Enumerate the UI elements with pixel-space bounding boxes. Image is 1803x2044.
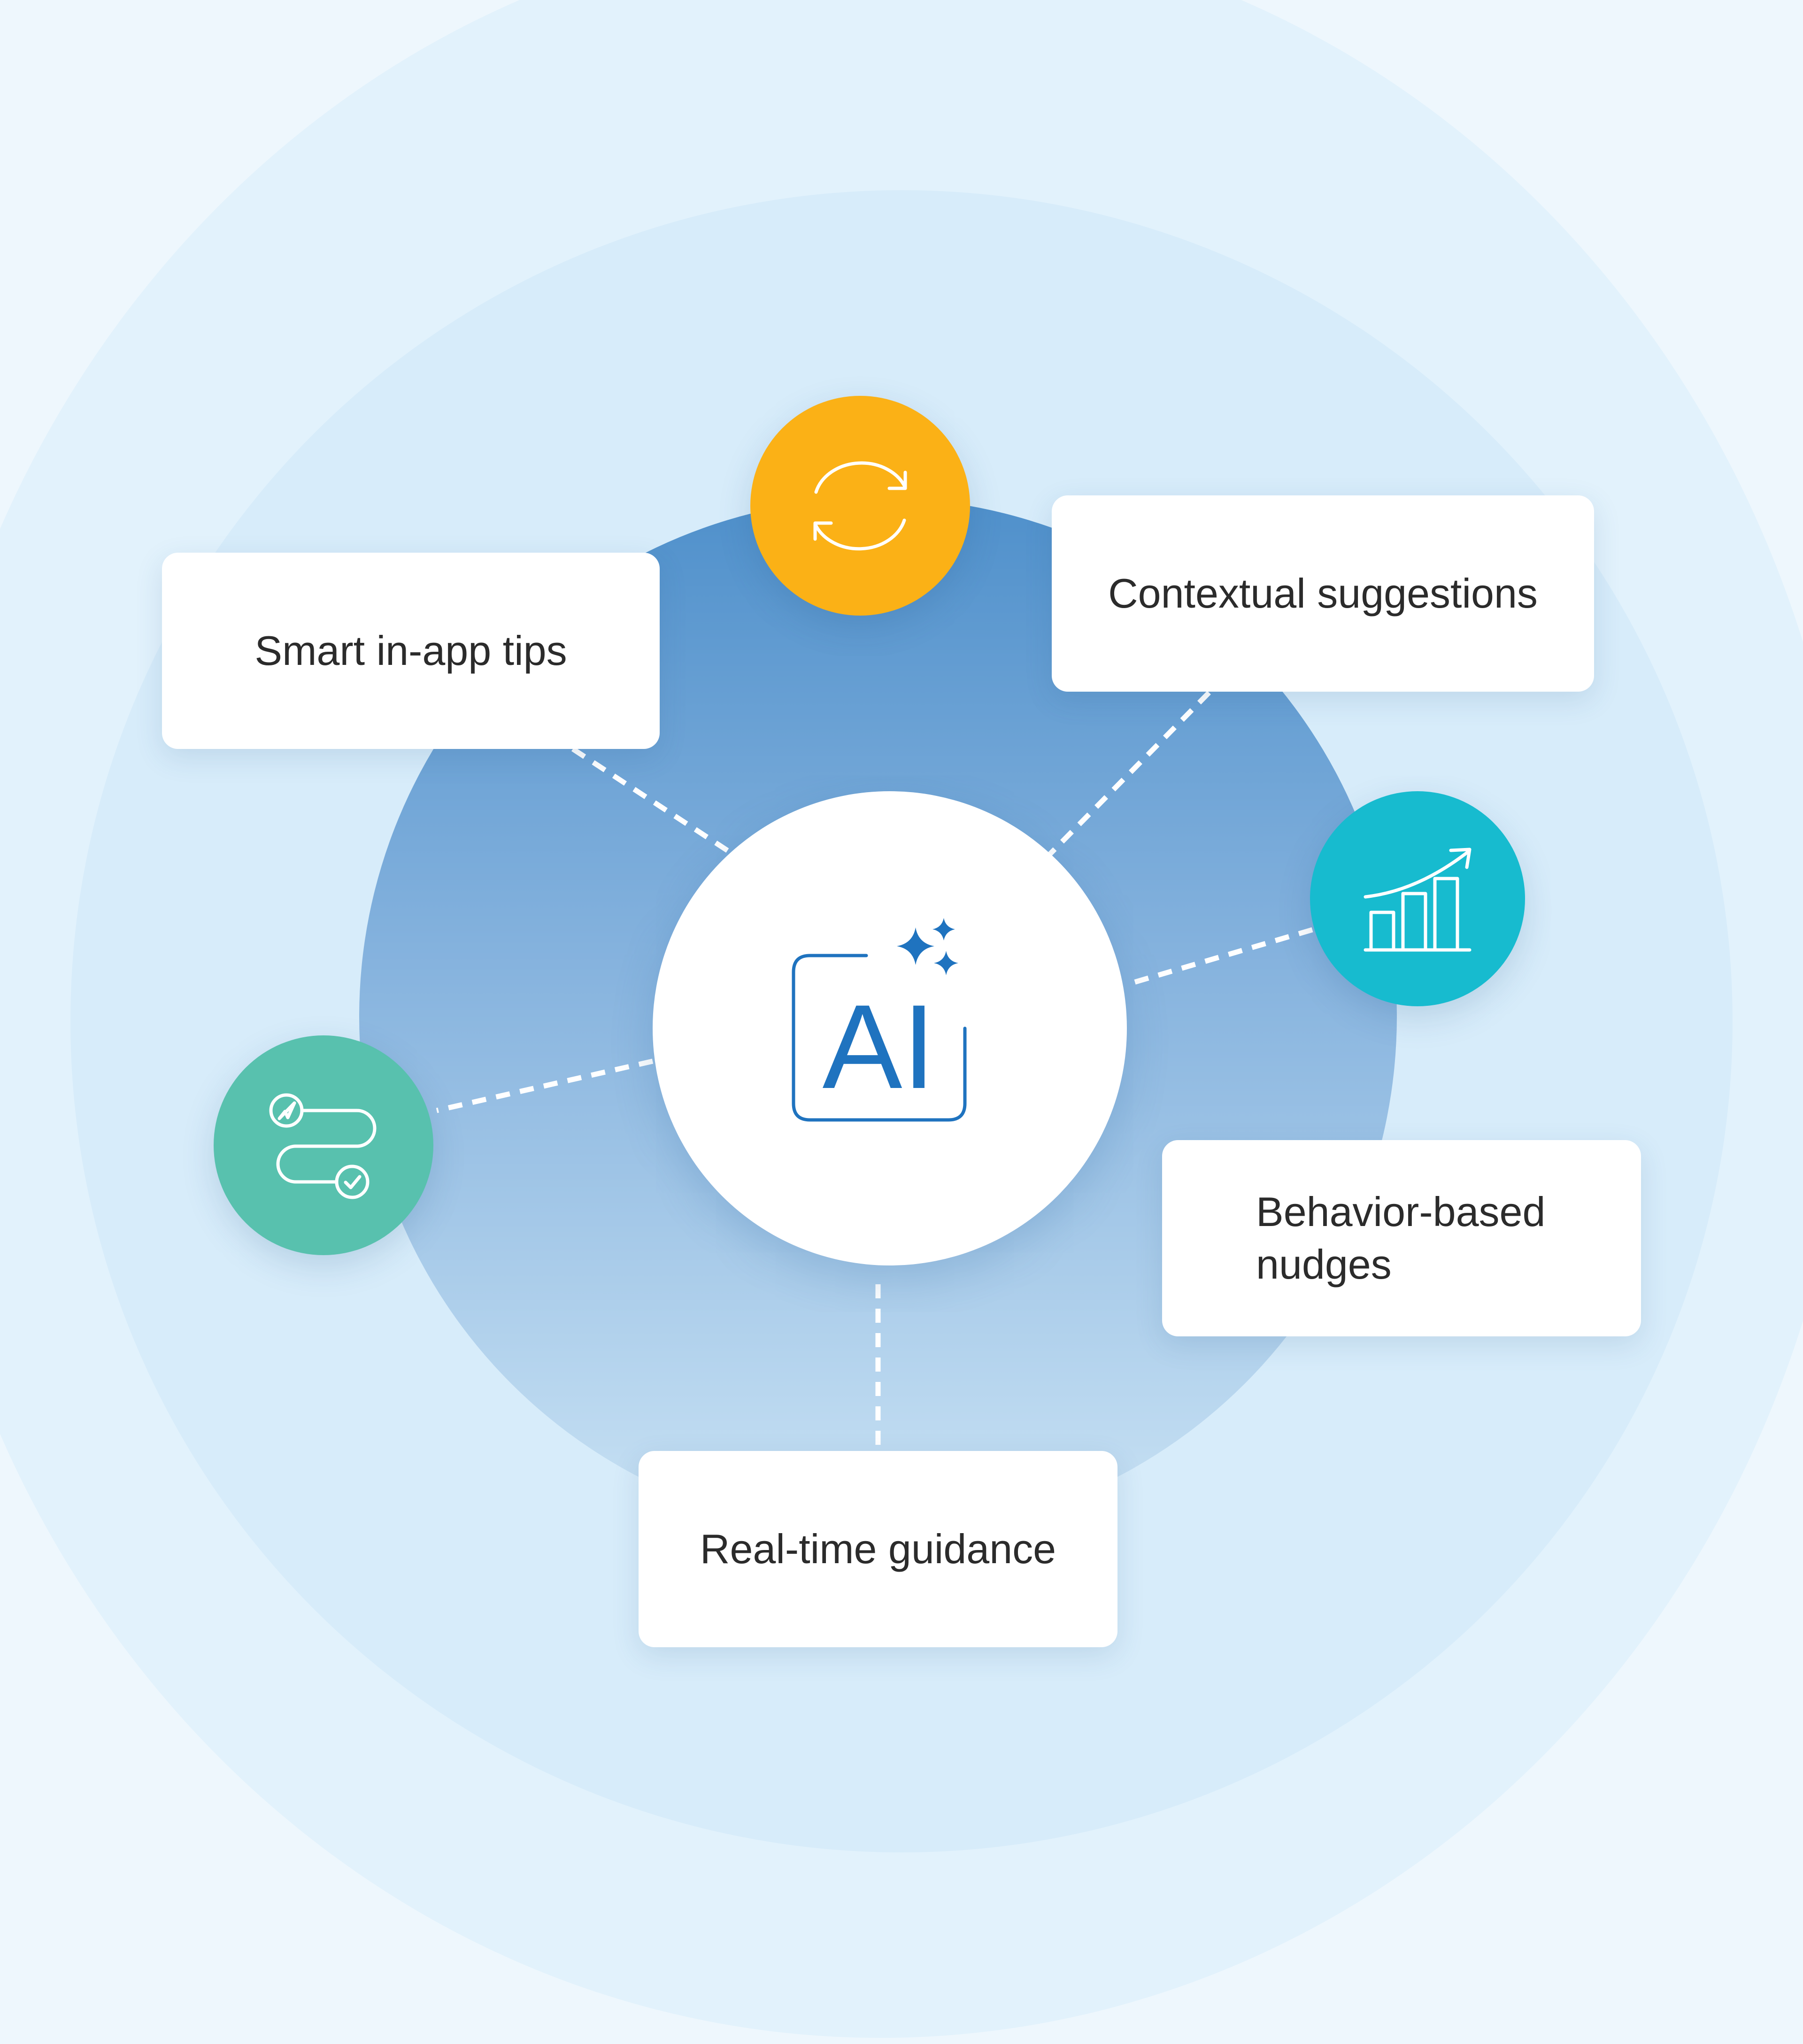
feature-label: Real-time guidance [700, 1526, 1056, 1572]
connector-contextual [1048, 691, 1211, 856]
connector-smart-tips [571, 747, 732, 855]
growth-chart-icon [1310, 791, 1525, 1006]
feature-label: Contextual suggestions [1108, 570, 1538, 617]
feature-label: Behavior-based nudges [1256, 1188, 1546, 1288]
feature-card-behavior: Behavior-based nudges [1162, 1140, 1641, 1336]
feature-label: Smart in-app tips [254, 627, 567, 674]
refresh-icon [750, 396, 970, 616]
feature-card-guidance: Real-time guidance [639, 1451, 1117, 1647]
connector-route-icon [436, 1058, 654, 1113]
feature-card-contextual: Contextual suggestions [1052, 495, 1594, 692]
route-icon [214, 1035, 433, 1255]
ai-sparkle-icon: AI [792, 918, 967, 1122]
ai-label: AI [823, 980, 936, 1114]
ai-hub: AI [653, 791, 1127, 1265]
feature-card-smart-tips: Smart in-app tips [162, 553, 660, 749]
connector-growth-icon [1128, 927, 1313, 987]
